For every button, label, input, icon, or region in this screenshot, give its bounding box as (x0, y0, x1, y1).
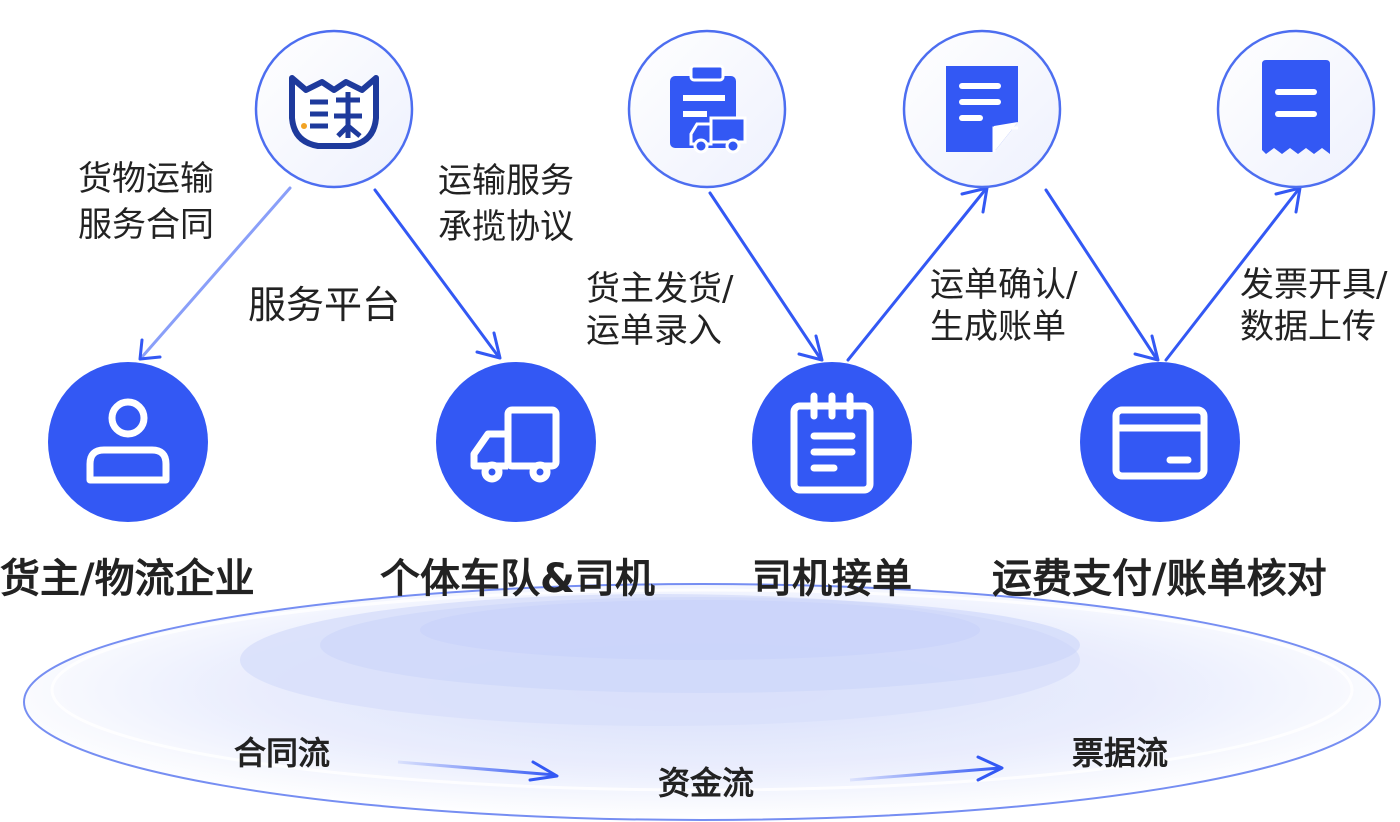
edge-label-platform: 服务平台 (248, 283, 401, 327)
node-label-fleet: 个体车队&司机 (380, 556, 655, 602)
node-label-driver: 司机接单 (752, 556, 912, 602)
connector-lines (138, 186, 1302, 362)
node-label-payment: 运费支付/账单核对 (992, 556, 1327, 602)
platform-logo-icon (289, 75, 379, 149)
edge-label-agreement-line-1: 运输服务 (438, 161, 574, 201)
edge-label-invoice-line-2: 数据上传 (1240, 307, 1376, 347)
document-icon (946, 66, 1018, 152)
flow-label-contract: 合同流 (234, 734, 331, 772)
edge-label-agreement: 运输服务 承揽协议 (438, 158, 574, 250)
node-label-shipper: 货主/物流企业 (0, 556, 255, 602)
edge-label-shipping-line-1: 货主发货/ (586, 269, 734, 309)
flow-arrow-2 (849, 755, 1004, 782)
flow-label-invoice: 票据流 (1072, 734, 1169, 772)
edge-label-confirm-line-2: 生成账单 (930, 307, 1066, 347)
edge-label-invoice-line-1: 发票开具/ (1240, 265, 1388, 305)
node-circle-payment (1080, 362, 1240, 522)
node-circle-fleet (436, 362, 596, 522)
edge-label-confirm-line-1: 运单确认/ (930, 265, 1078, 305)
edge-label-contract-line-1: 货物运输 (78, 159, 214, 199)
flow-arrow-1 (397, 760, 559, 782)
edge-label-contract: 货物运输 服务合同 (78, 156, 214, 248)
notepad-icon (790, 392, 874, 494)
edge-label-contract-line-2: 服务合同 (78, 205, 214, 245)
receipt-icon (1262, 60, 1330, 154)
flow-platform (23, 583, 1381, 821)
card-icon (1112, 406, 1208, 480)
edge-label-agreement-line-2: 承揽协议 (438, 207, 574, 247)
node-circle-shipper (48, 362, 208, 522)
edge-label-shipping: 货主发货/ 运单录入 (586, 268, 733, 352)
user-icon (86, 398, 170, 484)
edge-label-shipping-line-2: 运单录入 (586, 311, 722, 351)
node-circle-driver (752, 362, 912, 522)
flow-label-fund: 资金流 (658, 764, 755, 802)
edge-label-invoice: 发票开具/ 数据上传 (1240, 264, 1387, 348)
truck-icon (470, 406, 560, 483)
edge-label-confirm: 运单确认/ 生成账单 (930, 264, 1077, 348)
clipboard-truck-icon (670, 64, 747, 154)
